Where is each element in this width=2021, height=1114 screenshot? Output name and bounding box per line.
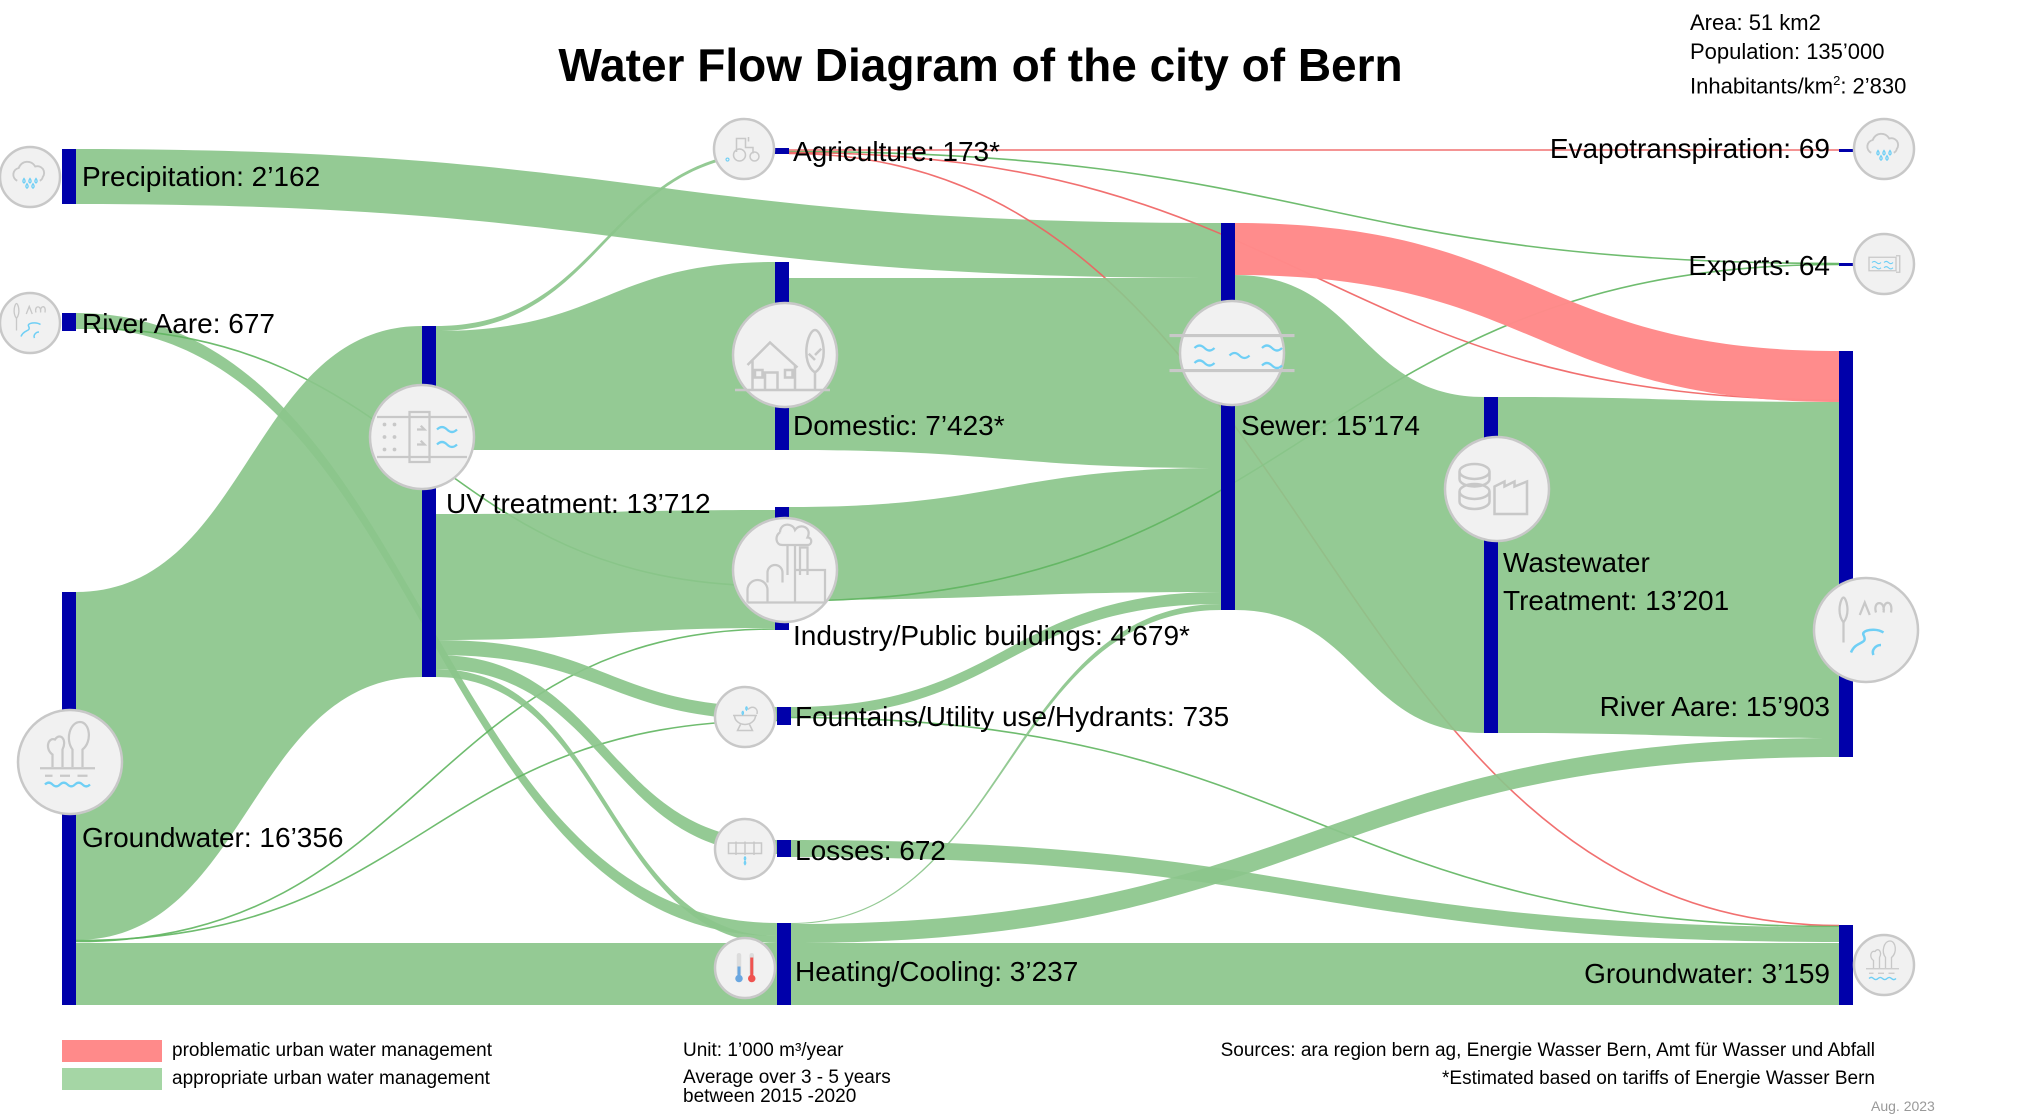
- flow-industry-to-sewer: [789, 468, 1221, 600]
- groundwater-trees-icon: [1852, 933, 1916, 997]
- average-note: Average over 3 - 5 years between 2015 -2…: [683, 1068, 891, 1106]
- flow-domestic-to-sewer: [789, 278, 1221, 468]
- flow-groundwater-in-to-heating: [76, 943, 777, 1005]
- legend-swatch-appropriate: [62, 1068, 162, 1090]
- node-label-evapo: Evapotranspiration: 69: [1550, 133, 1830, 164]
- flow-wwt-to-river-out: [1498, 397, 1839, 738]
- node-label-losses: Losses: 672: [795, 835, 946, 866]
- average-note-line2: between 2015 -2020: [683, 1086, 857, 1107]
- node-bar-groundwater-out: [1839, 925, 1853, 1005]
- flow-groundwater-in-to-uv: [76, 326, 422, 940]
- fountain-icon: [713, 685, 777, 749]
- estimate-note: *Estimated based on tariffs of Energie W…: [1442, 1068, 1875, 1089]
- node-label-river-in: River Aare: 677: [82, 308, 275, 339]
- flow-groundwater-in-to-industry: [75, 628, 776, 943]
- diagram-title: Water Flow Diagram of the city of Bern: [0, 38, 2021, 92]
- node-bar-uv: [422, 326, 436, 677]
- leaking-pipe-icon: [713, 817, 777, 881]
- node-label-industry: Industry/Public buildings: 4’679*: [793, 620, 1190, 651]
- stat-area: Area: 51 km2: [1690, 10, 1821, 35]
- flow-uv-to-industry: [436, 510, 775, 640]
- title-text: Water Flow Diagram of the city of Bern: [558, 39, 1403, 91]
- node-label-wwt-line1: Wastewater: [1503, 547, 1650, 578]
- flow-uv-to-domestic: [436, 262, 775, 450]
- density-label: Inhabitants/km: [1690, 73, 1834, 99]
- node-bar-exports: [1839, 263, 1853, 266]
- stat-population: Population: 135’000: [1690, 39, 1885, 64]
- house-icon: [731, 301, 839, 409]
- wastewater-plant-icon: [1443, 435, 1551, 543]
- node-label-uv: UV treatment: 13’712: [446, 488, 711, 519]
- node-label-heating: Heating/Cooling: 3’237: [795, 956, 1078, 987]
- density-value: : 2’830: [1840, 73, 1907, 99]
- tractor-icon: [712, 117, 776, 181]
- thermometer-icon: [713, 936, 777, 1000]
- uv-filter-icon: [368, 383, 476, 491]
- node-bar-river-out: [1839, 351, 1853, 757]
- water-tank-icon: [1852, 232, 1916, 296]
- unit-note: Unit: 1’000 m³/year: [683, 1040, 844, 1061]
- flow-heating-to-groundwater-out: [791, 943, 1839, 1005]
- node-label-exports: Exports: 64: [1688, 250, 1830, 281]
- flow-agriculture-to-exports: [788, 150, 1840, 265]
- stat-density: Inhabitants/km2: 2’830: [1690, 66, 1906, 100]
- flow-fountains-to-groundwater-out: [790, 716, 1840, 928]
- factory-icon: [731, 516, 839, 624]
- rain-cloud-icon: [0, 145, 62, 209]
- river-landscape-icon: [1812, 576, 1920, 684]
- node-label-domestic: Domestic: 7’423*: [793, 410, 1005, 441]
- node-label-groundwater-in: Groundwater: 16’356: [82, 822, 344, 853]
- flow-heating-to-river-out: [791, 738, 1839, 943]
- node-bar-river-in: [62, 313, 76, 331]
- node-label-river-out: River Aare: 15’903: [1600, 691, 1830, 722]
- legend-label-appropriate: appropriate urban water management: [172, 1068, 490, 1089]
- flow-heating-to-sewer: [791, 604, 1221, 924]
- flow-uv-to-losses: [436, 655, 777, 854]
- node-label-precipitation: Precipitation: 2’162: [82, 161, 320, 192]
- node-bar-heating: [777, 923, 791, 1005]
- density-sup: 2: [1833, 73, 1841, 88]
- flow-precipitation-to-sewer: [76, 149, 1221, 278]
- sewer-pipe-icon: [1169, 299, 1295, 407]
- city-stats: Area: 51 km2 Population: 135’000 Inhabit…: [1690, 8, 1906, 100]
- sources-note: Sources: ara region bern ag, Energie Was…: [1220, 1040, 1875, 1061]
- node-bar-precipitation: [62, 149, 76, 204]
- icons-layer: [0, 117, 1920, 1000]
- flow-uv-to-fountains: [436, 640, 777, 720]
- river-landscape-icon: [0, 291, 62, 355]
- average-note-line1: Average over 3 - 5 years: [683, 1067, 891, 1088]
- groundwater-trees-icon: [16, 708, 124, 816]
- flow-uv-to-heating: [436, 669, 777, 943]
- node-bar-sewer: [1221, 223, 1235, 610]
- flow-sewer-to-river-out: [1235, 223, 1839, 402]
- flow-sewer-to-wwt: [1235, 275, 1484, 733]
- node-label-sewer: Sewer: 15’174: [1241, 410, 1420, 441]
- flow-uv-to-agriculture: [436, 151, 775, 331]
- flow-groundwater-in-to-fountains: [75, 719, 778, 942]
- node-bar-agriculture: [775, 148, 789, 154]
- rain-cloud-icon: [1852, 117, 1916, 181]
- node-label-fountains: Fountains/Utility use/Hydrants: 735: [795, 701, 1229, 732]
- flow-losses-to-groundwater-out: [791, 840, 1839, 942]
- flow-fountains-to-sewer: [791, 592, 1221, 717]
- legend-label-problematic: problematic urban water management: [172, 1040, 493, 1061]
- node-label-agriculture: Agriculture: 173*: [793, 136, 1000, 167]
- node-bar-evapo: [1839, 149, 1853, 152]
- date-note: Aug. 2023: [1871, 1098, 1935, 1114]
- node-bar-fountains: [777, 707, 791, 725]
- node-bar-losses: [777, 840, 791, 857]
- legend-swatch-problematic: [62, 1040, 162, 1062]
- node-label-wwt-line2: Treatment: 13’201: [1503, 585, 1729, 616]
- node-label-groundwater-out: Groundwater: 3’159: [1584, 958, 1830, 989]
